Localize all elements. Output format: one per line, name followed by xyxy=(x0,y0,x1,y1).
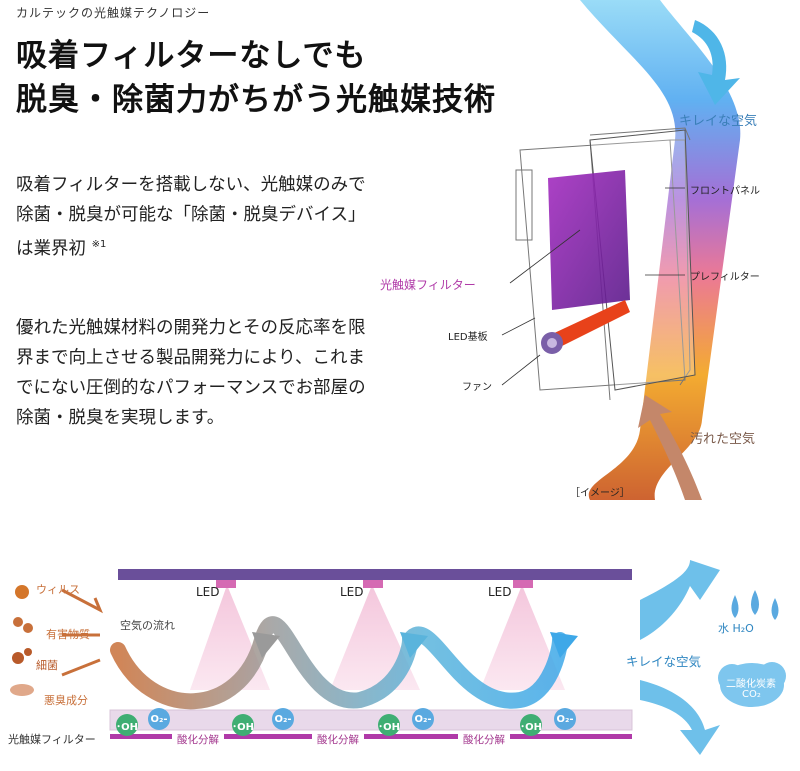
clean-air-arrow-down xyxy=(640,680,720,755)
contaminant-harmful: 有害物質 xyxy=(46,628,90,641)
filter-strip-label: 光触媒フィルター xyxy=(8,733,96,746)
contaminant-virus: ウィルス xyxy=(36,583,80,596)
airflow-label: 空気の流れ xyxy=(120,619,175,632)
intro-text: 吸着フィルターを搭載しない、光触媒のみで 除菌・脱臭が可能な「除菌・脱臭デバイス… xyxy=(16,170,366,264)
body-line3: でにない圧倒的なパフォーマンスでお部屋の xyxy=(16,378,366,398)
clean-air-label-bottom: キレイな空気 xyxy=(626,654,702,669)
image-note: ［イメージ］ xyxy=(570,488,630,499)
led-board-label: LED基板 xyxy=(448,332,488,343)
led-label-1: LED xyxy=(196,585,220,599)
body-line4: 除菌・脱臭を実現します。 xyxy=(16,408,225,428)
pre-filter-label: プレフィルター xyxy=(690,272,760,283)
device-illustration xyxy=(501,0,741,500)
headline-line2: 脱臭・除菌力がちがう光触媒技術 xyxy=(16,82,496,118)
airflow-band xyxy=(580,0,741,500)
photocatalyst-filter-label: 光触媒フィルター xyxy=(380,278,476,292)
oxidation-label-1: 酸化分解 xyxy=(172,731,224,748)
o2-radical: O₂- xyxy=(148,708,170,730)
clean-air-arrow xyxy=(692,20,740,105)
led-label-2: LED xyxy=(340,585,364,599)
oh-radical: ･OH xyxy=(520,714,542,736)
led-bar xyxy=(118,569,632,580)
intro-line3: は業界初 xyxy=(16,238,86,259)
body-line2: 界まで向上させる製品開発力により、これま xyxy=(16,348,365,368)
contaminant-odor: 悪臭成分 xyxy=(44,694,88,707)
footnote-marker: ※1 xyxy=(91,239,107,250)
airflow-wave xyxy=(110,616,568,710)
contaminant-bacteria: 細菌 xyxy=(36,659,58,672)
water-drop-icon xyxy=(731,595,739,618)
headline-line1: 吸着フィルターなしでも xyxy=(16,38,367,74)
pre-filter-roll xyxy=(550,300,630,350)
oh-radical: ･OH xyxy=(378,714,400,736)
clean-air-label-top: キレイな空気 xyxy=(679,114,758,129)
oxidation-label-3: 酸化分解 xyxy=(458,731,510,748)
o2-radical: O₂- xyxy=(412,708,434,730)
body-line1: 優れた光触媒材料の開発力とその反応率を限 xyxy=(16,318,366,338)
clean-air-arrow-up xyxy=(640,560,720,640)
water-label: 水 H₂O xyxy=(718,620,754,636)
fan-label: ファン xyxy=(462,382,492,393)
oxidation-label-2: 酸化分解 xyxy=(312,731,364,748)
h2o-text: H₂O xyxy=(732,622,754,635)
dirty-air-arrow xyxy=(638,395,702,500)
front-panel-label: フロントパネル xyxy=(690,186,760,197)
co2-name-label: 二酸化炭素 xyxy=(726,679,776,690)
intro-line2: 除菌・脱臭が可能な「除菌・脱臭デバイス」 xyxy=(16,205,366,225)
o2-radical: O₂- xyxy=(272,708,294,730)
led-label-3: LED xyxy=(488,585,512,599)
water-text: 水 xyxy=(718,622,729,635)
photocatalyst-filter-block xyxy=(548,170,630,310)
eyebrow: カルテックの光触媒テクノロジー xyxy=(16,6,211,20)
dirty-air-label: 汚れた空気 xyxy=(690,432,756,447)
led-beam-3 xyxy=(480,585,565,690)
intro-line1: 吸着フィルターを搭載しない、光触媒のみで xyxy=(16,175,366,195)
o2-radical: O₂- xyxy=(554,708,576,730)
oh-radical: ･OH xyxy=(232,714,254,736)
co2-formula-label: CO₂ xyxy=(742,689,761,700)
oh-radical: ･OH xyxy=(116,714,138,736)
body-text: 優れた光触媒材料の開発力とその反応率を限 界まで向上させる製品開発力により、これ… xyxy=(16,313,366,433)
